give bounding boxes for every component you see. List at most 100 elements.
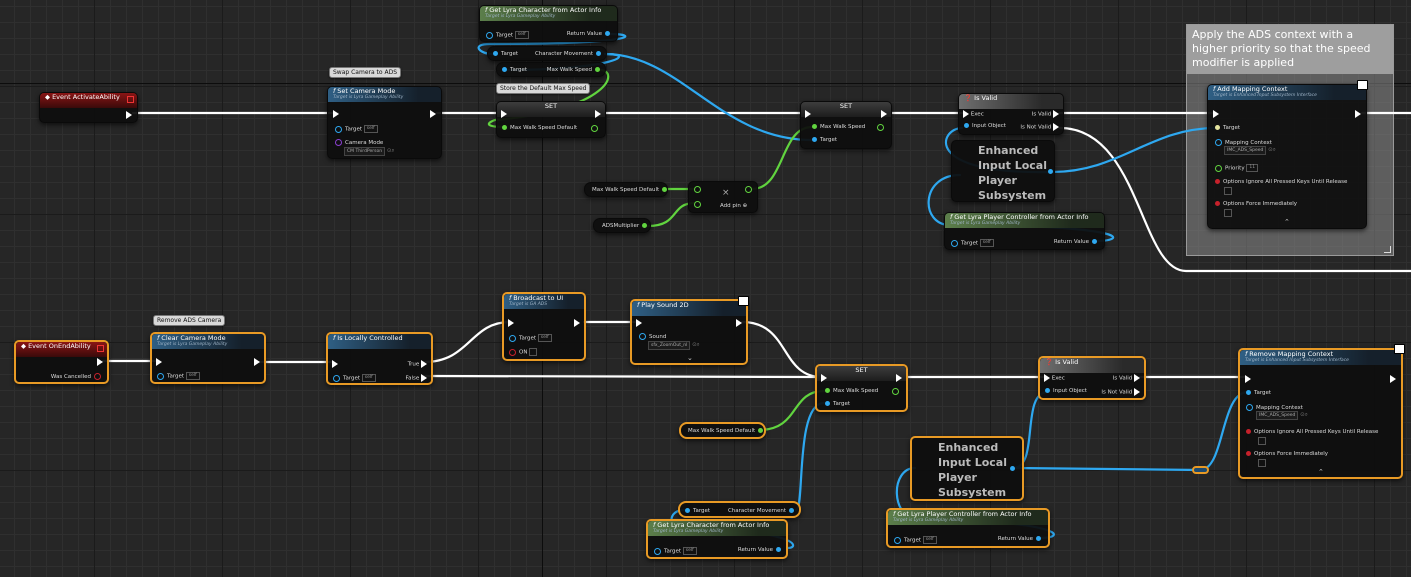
set-max-walk-speed-bottom-node[interactable]: SET Max Walk Speed Target — [815, 364, 908, 412]
sound-value[interactable]: sfx_ZoomOut_nl — [648, 341, 691, 350]
input-object-pin[interactable]: Input Object — [961, 123, 1006, 130]
target-pin[interactable]: Target self — [330, 374, 376, 383]
subsystem-out-pin[interactable] — [1007, 466, 1018, 473]
sound-dropdown[interactable]: sfx_ZoomOut_nl ⊙⌕ — [648, 341, 700, 350]
delegate-pin-icon[interactable] — [97, 345, 104, 352]
mapping-context-value[interactable]: IMC_ADS_Speed — [1224, 146, 1267, 155]
max-walk-speed-default-pin[interactable]: Max Walk Speed Default — [499, 125, 577, 132]
force-immediately-checkbox[interactable] — [1224, 209, 1232, 217]
target-pin[interactable]: Target self — [948, 239, 994, 248]
self-field[interactable]: self — [361, 374, 376, 382]
max-walk-speed-pin[interactable]: Max Walk Speed — [547, 67, 603, 74]
is-not-valid-out-pin[interactable]: Is Not Valid — [1020, 123, 1059, 132]
exec-in-pin[interactable] — [508, 319, 514, 328]
is-valid-bottom-node[interactable]: ❓ Is Valid Exec Is Valid Input Object Is… — [1038, 356, 1146, 400]
exec-out-pin[interactable] — [896, 374, 902, 383]
target-pin[interactable]: Target self — [651, 547, 697, 556]
self-field[interactable]: self — [979, 239, 994, 247]
exec-out-pin[interactable] — [97, 358, 103, 367]
false-out-pin[interactable]: False — [405, 374, 427, 383]
is-not-valid-out-pin[interactable]: Is Not Valid — [1101, 388, 1140, 397]
target-pin[interactable]: Target self — [506, 334, 552, 343]
target-pin[interactable]: Target — [1212, 125, 1240, 132]
self-field[interactable]: self — [537, 334, 552, 342]
target-pin[interactable]: Target — [1243, 390, 1271, 397]
exec-out-pin[interactable] — [126, 111, 132, 120]
max-walk-speed-pin[interactable]: Max Walk Speed — [809, 124, 865, 131]
character-movement-bottom-node[interactable]: Target Character Movement — [678, 501, 801, 518]
character-movement-pin[interactable]: Character Movement — [535, 51, 604, 58]
exec-in-pin[interactable]: Exec — [963, 110, 984, 119]
comment-store-speed[interactable]: Store the Default Max Speed — [496, 83, 591, 94]
resize-handle-icon[interactable] — [1384, 246, 1391, 253]
ignore-keys-pin[interactable]: Options Ignore All Pressed Keys Until Re… — [1243, 429, 1378, 436]
force-immediately-checkbox[interactable] — [1258, 459, 1266, 467]
output-pin[interactable] — [889, 388, 902, 396]
output-pin[interactable] — [742, 186, 755, 194]
target-pin[interactable]: Target self — [891, 536, 937, 545]
browse-icon[interactable]: ⊙⌕ — [692, 342, 700, 348]
target-pin[interactable]: Target — [682, 508, 710, 515]
set-max-walk-speed-default-node[interactable]: SET Max Walk Speed Default — [496, 101, 606, 138]
reroute-knot[interactable] — [1192, 466, 1209, 474]
sound-pin[interactable]: Sound — [636, 333, 666, 341]
mapping-context-dropdown[interactable]: IMC_ADS_Speed ⊙⌕ — [1224, 146, 1276, 155]
return-value-pin[interactable]: Return Value — [567, 31, 613, 38]
max-walk-speed-default-getter[interactable]: Max Walk Speed Default — [584, 182, 668, 197]
target-pin[interactable]: Target — [490, 51, 518, 58]
priority-pin[interactable]: Priority 11 — [1212, 164, 1259, 173]
self-field[interactable]: self — [363, 125, 378, 133]
exec-in-pin[interactable] — [805, 110, 811, 119]
camera-mode-pin[interactable]: Camera Mode — [332, 139, 383, 147]
exec-in-pin[interactable] — [821, 374, 827, 383]
return-value-pin[interactable]: Return Value — [998, 536, 1044, 543]
input-object-pin[interactable]: Input Object — [1042, 388, 1087, 395]
target-pin[interactable]: Target — [809, 137, 837, 144]
exec-in-pin[interactable] — [501, 110, 507, 119]
is-valid-out-pin[interactable]: Is Valid — [1113, 374, 1140, 383]
mapping-context-pin[interactable]: Mapping Context — [1212, 139, 1272, 147]
getter-label[interactable]: ADSMultiplier — [602, 223, 650, 230]
max-walk-speed-getter-node[interactable]: Target Max Walk Speed — [496, 62, 606, 77]
ads-multiplier-getter[interactable]: ADSMultiplier — [593, 218, 651, 233]
exec-in-pin[interactable] — [332, 360, 338, 369]
ignore-keys-checkbox[interactable] — [1224, 187, 1232, 195]
target-pin[interactable]: Target — [822, 401, 850, 408]
input-b-pin[interactable] — [691, 201, 704, 209]
multiply-node[interactable]: × Add pin ⊕ — [688, 181, 758, 213]
priority-field[interactable]: 11 — [1246, 164, 1259, 172]
event-on-end-ability-node[interactable]: ◆ Event OnEndAbility Was Cancelled — [14, 340, 109, 384]
event-activate-ability-node[interactable]: ◆ Event ActivateAbility — [39, 92, 138, 123]
getter-label[interactable]: Max Walk Speed Default — [592, 187, 670, 194]
output-pin[interactable] — [874, 124, 887, 132]
target-pin[interactable]: Target — [499, 67, 527, 74]
delegate-pin-icon[interactable] — [127, 96, 134, 103]
browse-icon[interactable]: ⊙⌕ — [1268, 147, 1276, 153]
character-movement-node[interactable]: Target Character Movement — [487, 46, 607, 61]
comment-remove-camera[interactable]: Remove ADS Camera — [153, 315, 226, 326]
exec-out-pin[interactable] — [736, 319, 742, 328]
getter-label[interactable]: Max Walk Speed Default — [688, 428, 766, 435]
enhanced-input-subsystem-bottom-node[interactable]: Enhanced Input Local Player Subsystem — [910, 436, 1024, 501]
mapping-context-dropdown[interactable]: IMC_ADS_Speed ⊙⌕ — [1256, 411, 1308, 420]
exec-out-pin[interactable] — [1390, 375, 1396, 384]
return-value-pin[interactable]: Return Value — [1054, 239, 1100, 246]
force-immediately-pin[interactable]: Options Force Immediately — [1212, 201, 1297, 208]
max-walk-speed-pin[interactable]: Max Walk Speed — [822, 388, 878, 395]
force-immediately-pin[interactable]: Options Force Immediately — [1243, 451, 1328, 458]
exec-out-pin[interactable] — [1355, 110, 1361, 119]
on-checkbox[interactable] — [529, 348, 538, 356]
exec-in-pin[interactable] — [1245, 375, 1251, 384]
target-pin[interactable]: Target self — [154, 372, 200, 381]
exec-out-pin[interactable] — [595, 110, 601, 119]
ignore-keys-checkbox[interactable] — [1258, 437, 1266, 445]
